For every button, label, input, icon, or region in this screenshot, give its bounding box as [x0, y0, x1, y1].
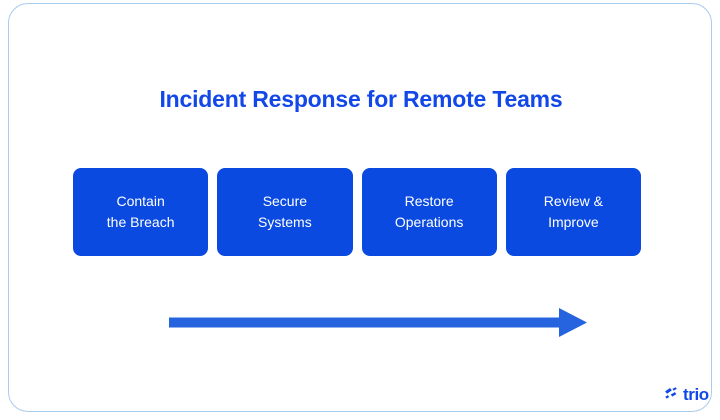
step-label-4: Review & Improve [543, 193, 603, 230]
step-box-4[interactable]: Review & Improve [505, 168, 641, 256]
slide-card: Incident Response for Remote Teams Conta… [8, 3, 712, 412]
trio-logo: trio [664, 385, 709, 403]
trio-sparkle-icon [665, 386, 677, 399]
trio-logo-text: trio [683, 384, 709, 404]
steps-row: Contain the Breach Secure Systems Restor… [73, 168, 641, 256]
step-box-3[interactable]: Restore Operations [361, 168, 497, 256]
progress-arrow-icon [169, 308, 587, 337]
page-title: Incident Response for Remote Teams [159, 86, 563, 112]
step-label-1: Contain the Breach [106, 193, 175, 230]
step-label-2: Secure Systems [258, 193, 312, 230]
step-box-2[interactable]: Secure Systems [217, 168, 353, 256]
step-box-1[interactable]: Contain the Breach [73, 168, 209, 256]
step-label-3: Restore Operations [394, 193, 464, 230]
